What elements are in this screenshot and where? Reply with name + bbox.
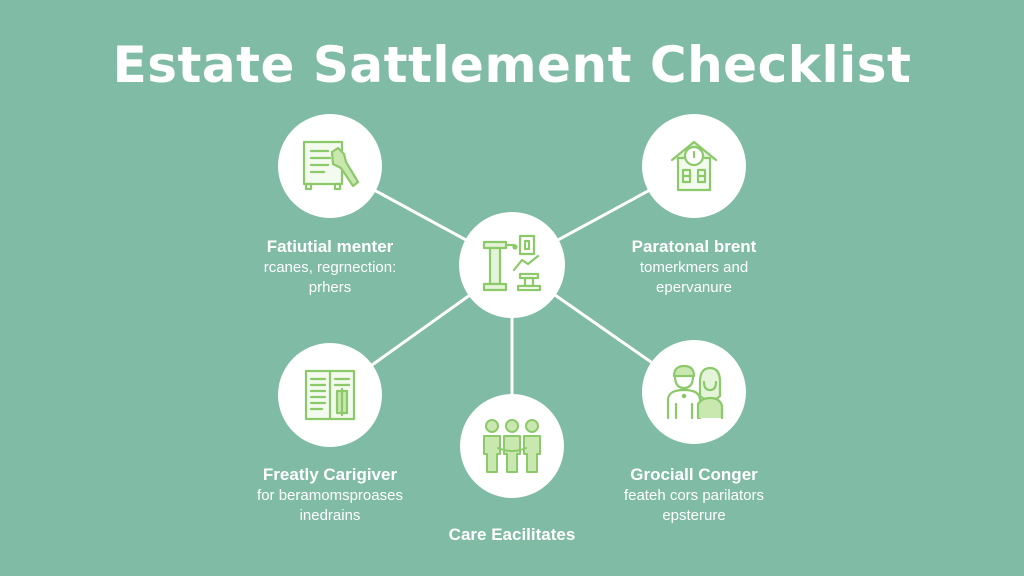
node-bottom-center[interactable]	[460, 394, 564, 498]
open-book-icon	[304, 369, 356, 421]
node-bottom-right[interactable]	[642, 340, 746, 444]
node-description: rcanes, regrnection:	[263, 259, 397, 276]
node-description: inedrains	[299, 507, 361, 524]
house-icon	[670, 140, 718, 192]
group-people-icon	[483, 419, 541, 473]
node-top-left-label: Fatiutial menter rcanes, regrnection: pr…	[210, 236, 450, 298]
node-heading: Freatly Carigiver	[262, 465, 398, 484]
node-description: epsterure	[662, 507, 726, 524]
node-description: for beramomsproases	[257, 487, 403, 504]
node-description: epervanure	[656, 279, 732, 296]
page-title: Estate Sattlement Checklist	[112, 36, 912, 94]
node-heading: Paratonal brent	[631, 237, 757, 256]
node-bottom-right-label: Grociall Conger feateh cors parilators e…	[574, 464, 814, 526]
node-top-right[interactable]	[642, 114, 746, 218]
couple-icon	[666, 364, 724, 420]
node-description: prhers	[308, 279, 352, 296]
document-hand-icon	[302, 140, 360, 191]
pillar-chart-icon	[482, 234, 542, 292]
node-description: tomerkmers and	[639, 259, 749, 276]
node-bottom-left[interactable]	[278, 343, 382, 447]
node-heading: Care Eacilitates	[448, 525, 576, 544]
node-center[interactable]	[459, 212, 565, 318]
node-heading: Grociall Conger	[630, 465, 758, 484]
node-bottom-center-label: Care Eacilitates	[392, 524, 632, 546]
node-description: feateh cors parilators	[623, 487, 765, 504]
node-bottom-left-label: Freatly Carigiver for beramomsproases in…	[210, 464, 450, 526]
node-top-left[interactable]	[278, 114, 382, 218]
node-heading: Fatiutial menter	[266, 237, 394, 256]
node-top-right-label: Paratonal brent tomerkmers and epervanur…	[574, 236, 814, 298]
